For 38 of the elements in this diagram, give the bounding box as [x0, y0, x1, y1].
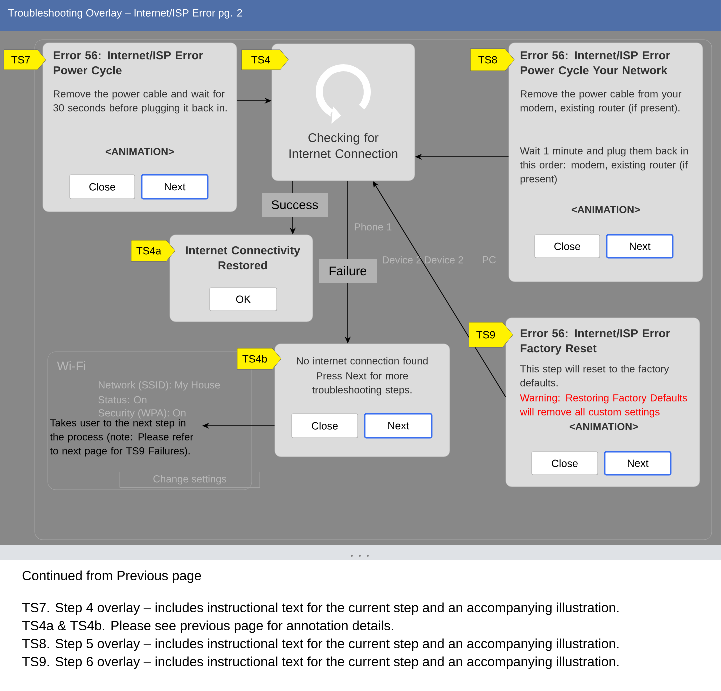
title: Troubleshooting Overlay – Internet/ISP Error pg. 2 — [8, 9, 242, 19]
annotation-text: TS9. Step 6 overlay – includes instructional text for the current step and an accompanying illustration. — [22, 656, 619, 670]
annotation-text: TS7. Step 4 overlay – includes instructional text for the current step and an accompanying illustration. — [22, 602, 619, 616]
dialog-text: This step will reset to the factory defaults. — [520, 365, 670, 387]
next-button: Next — [604, 451, 672, 476]
annotation-text: TS8. Step 5 overlay – includes instructional text for the current step and an accompanying illustration. — [22, 638, 619, 652]
step-tag: TS7 — [4, 50, 46, 70]
dialog-text: Remove the power cable from your modem, existing router (if present). — [520, 90, 682, 114]
dialog-text: Press Next for more troubleshooting steps. — [312, 372, 412, 396]
dialog-title: Error 56: Internet/ISP Error Factory Reset — [520, 329, 670, 355]
close-button: Close — [532, 452, 598, 476]
close-button: Close — [292, 414, 358, 438]
edge-label: Failure — [319, 259, 377, 283]
dialog-text: No internet connection found — [297, 357, 428, 365]
dialog-title: Internet Connectivity Restored — [186, 246, 300, 270]
close-button: Close — [70, 174, 136, 200]
edge-label: Success — [262, 193, 328, 217]
status-text: Checking for Internet Connection — [290, 133, 398, 158]
next-button: Next — [364, 413, 433, 439]
animation-label: <ANIMATION> — [570, 423, 638, 430]
step-tag: TS4a — [131, 240, 176, 262]
step-tag: TS8 — [470, 48, 515, 72]
note-text: Takes user to the next step in the process (note: Please refer to next page for TS9 Failures). — [50, 419, 194, 457]
continued-note: Continued from Previous page — [22, 570, 202, 584]
step-tag: TS4 — [242, 50, 289, 70]
dialog-title: Error 56: Internet/ISP Error Power Cycle Your Network — [520, 51, 670, 77]
warning-text: Warning: Restoring Factory Defaults will remove all custom settings — [520, 394, 688, 418]
dialog-text: Wait 1 minute and plug them back in this order: modem, existing router (if present) — [520, 147, 688, 185]
dialog-title: Error 56: Internet/ISP Error Power Cycle — [54, 51, 204, 77]
next-button: Next — [141, 174, 209, 200]
step-tag: TS4b — [237, 348, 282, 370]
animation-label: <ANIMATION> — [106, 148, 174, 156]
close-button: Close — [534, 234, 600, 258]
ok-button: OK — [210, 288, 278, 312]
dialog-text: Remove the power cable and wait for 30 seconds before plugging it back in. — [54, 90, 227, 114]
annotation-text: TS4a & TS4b. Please see previous page for annotation details. — [22, 620, 394, 634]
animation-label: <ANIMATION> — [572, 206, 640, 214]
next-button: Next — [606, 234, 674, 259]
